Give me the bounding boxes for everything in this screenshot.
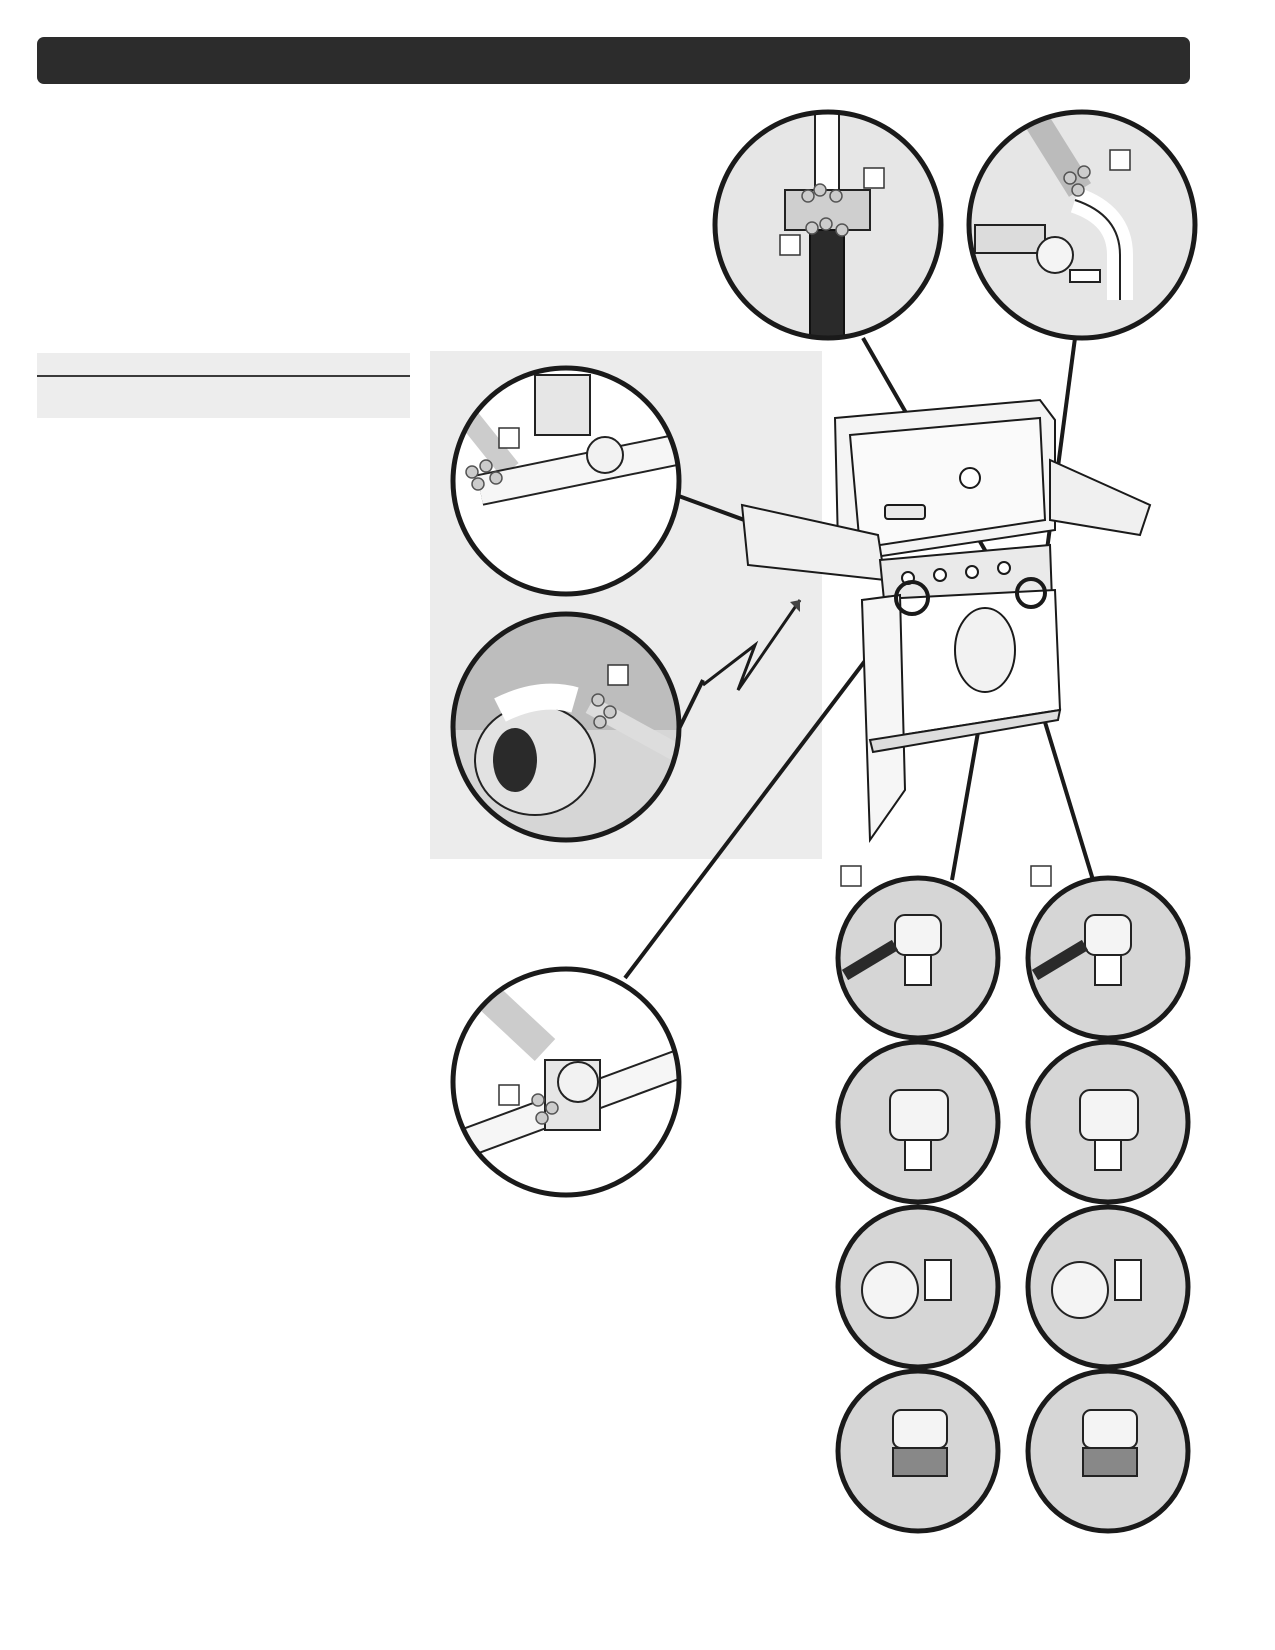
zoom-side-burner-valve (453, 368, 679, 594)
callout-box (840, 865, 862, 887)
callout-box (1030, 865, 1052, 887)
lightning-connector (702, 599, 802, 691)
zoom-hose-fitting (715, 112, 941, 338)
callout-box (498, 427, 520, 449)
lp-tank-regulator-column-left (835, 875, 1001, 1534)
side-info-box (37, 353, 410, 418)
zoom-valve-elbow (969, 112, 1195, 338)
arrow-icon (790, 600, 800, 612)
side-box-rule (37, 375, 410, 377)
callout-box (607, 664, 629, 686)
lp-tank-regulator-column-right (1025, 875, 1191, 1534)
grill-illustration (740, 398, 1152, 844)
zoom-main-burner-valve (453, 969, 679, 1195)
zoom-manifold-elbow (453, 614, 679, 840)
callout-box (498, 1084, 520, 1106)
callout-box (863, 167, 885, 189)
callout-box (779, 234, 801, 256)
callout-box (1109, 149, 1131, 171)
header-bar (37, 37, 1190, 84)
